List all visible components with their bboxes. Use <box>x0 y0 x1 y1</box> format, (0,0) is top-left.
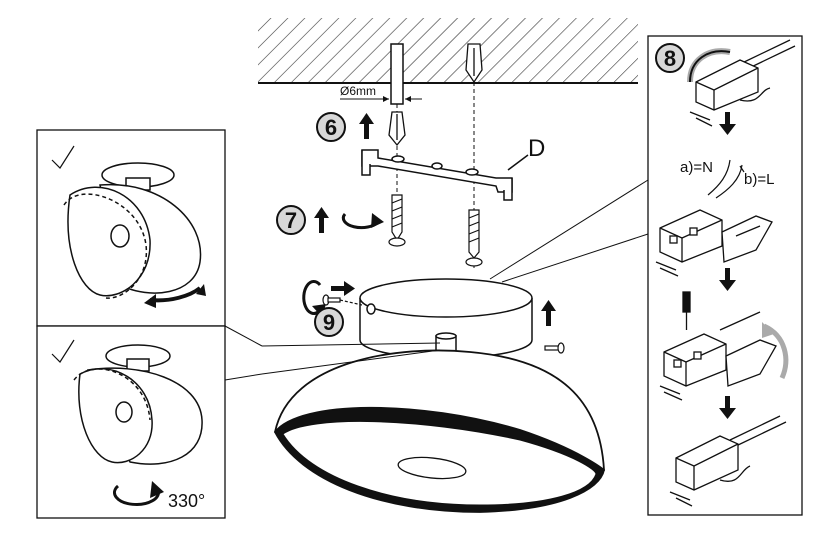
mounting-bracket <box>361 149 529 201</box>
drill-hole-left <box>390 43 404 105</box>
checkmark-icon <box>51 339 75 363</box>
wall-plug-installed <box>465 43 483 84</box>
wires <box>707 159 745 199</box>
wire-live-label: b)=L <box>744 171 774 188</box>
rotate-panel-bottom <box>36 325 226 519</box>
rotate-clockwise-icon <box>113 481 164 506</box>
screwdriver-icon <box>682 291 691 330</box>
checkmark-icon <box>51 145 75 169</box>
small-screw <box>544 342 565 354</box>
rotate-clockwise-icon <box>341 213 384 230</box>
down-arrow-icon <box>719 112 736 135</box>
leader-lines <box>224 179 649 381</box>
svg-text:6: 6 <box>325 115 337 140</box>
close-lid-arrow-icon <box>762 322 789 380</box>
step-6-badge: 6 <box>316 112 346 142</box>
screw-right <box>465 209 483 267</box>
adjust-panel-top <box>36 129 226 327</box>
wire-neutral-label: a)=N <box>680 159 713 176</box>
step-7-badge: 7 <box>276 205 306 235</box>
up-arrow-icon <box>359 113 374 139</box>
down-arrow-icon <box>719 268 736 291</box>
svg-text:8: 8 <box>664 46 676 71</box>
step-9-badge: 9 <box>314 307 344 337</box>
drill-diameter-label: Ø6mm <box>340 84 376 98</box>
step-8-badge: 8 <box>655 43 685 73</box>
up-arrow-icon <box>541 300 556 326</box>
screw-left <box>388 194 406 247</box>
side-screw <box>322 294 363 306</box>
up-arrow-icon <box>314 207 329 233</box>
flip-arrow-icon <box>687 48 731 83</box>
dimension-arrows <box>340 96 422 102</box>
wall-plug <box>388 111 406 147</box>
svg-text:7: 7 <box>285 208 297 233</box>
wiring-panel: 8 a)=N b)=L <box>647 35 803 516</box>
terminal-box <box>689 39 796 127</box>
svg-text:9: 9 <box>323 310 335 335</box>
ceiling-canopy <box>359 278 533 359</box>
double-arrow-icon <box>144 284 206 308</box>
ceiling <box>258 18 638 84</box>
right-arrow-icon <box>331 281 355 296</box>
terminal-block-open <box>655 209 773 277</box>
bracket-label: D <box>528 135 545 162</box>
terminal-box <box>669 415 787 507</box>
lamp-shade <box>273 349 605 513</box>
rotation-angle-label: 330° <box>168 491 205 511</box>
terminal-block-closing <box>659 311 777 401</box>
down-arrow-icon <box>719 396 736 419</box>
